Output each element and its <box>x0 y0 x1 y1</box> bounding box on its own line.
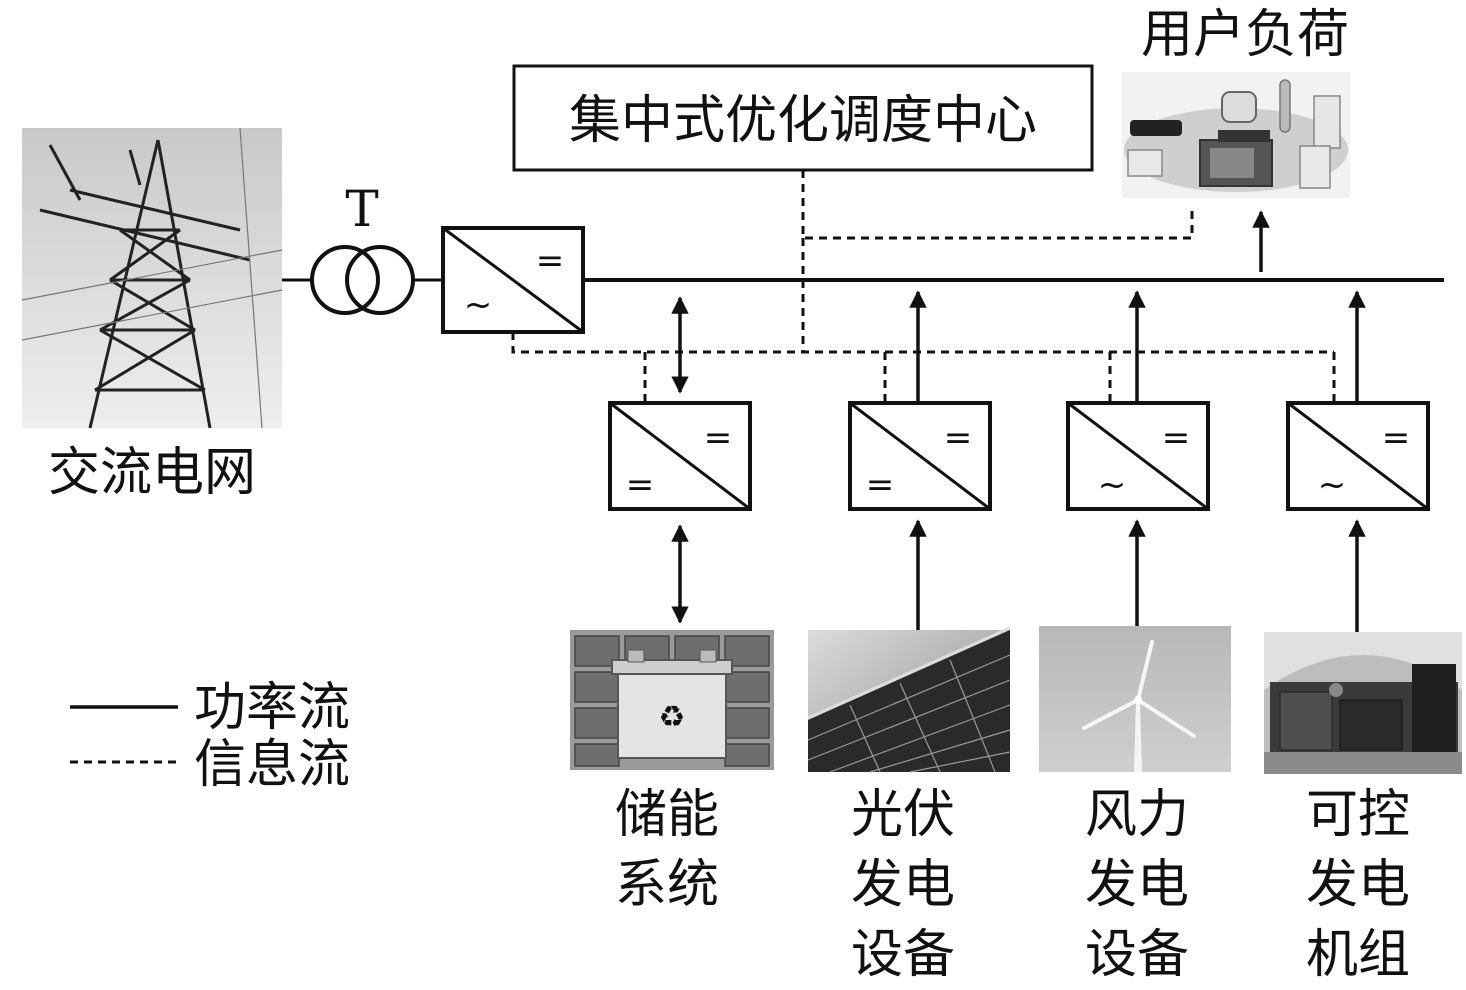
generator-label-line-2: 发电 <box>1306 855 1410 915</box>
transformer-label: T <box>345 180 378 238</box>
generator-label-line-1: 可控 <box>1306 785 1410 845</box>
storage-dc-dc-converter: = = <box>608 401 752 511</box>
dc-symbol: = <box>866 465 895 505</box>
dc-symbol: = <box>944 418 973 458</box>
dc-symbol: = <box>1162 418 1191 458</box>
ac-symbol: ~ <box>464 285 493 325</box>
storage-label: 储能 系统 <box>615 785 719 915</box>
legend-info-flow-label: 信息流 <box>194 735 350 795</box>
dispatch-center-box: 集中式优化调度中心 <box>512 64 1094 172</box>
wind-ac-dc-converter: = ~ <box>1066 401 1210 511</box>
generator-ac-dc-converter: = ~ <box>1286 401 1430 511</box>
wind-label-line-1: 风力 <box>1085 785 1189 845</box>
generator-label: 可控 发电 机组 <box>1306 785 1410 985</box>
ac-symbol: ~ <box>1318 465 1347 505</box>
legend-power-flow-label: 功率流 <box>194 678 350 738</box>
dc-symbol: = <box>626 465 655 505</box>
pv-label-line-1: 光伏 <box>851 785 955 845</box>
pv-dc-dc-converter: = = <box>848 401 992 511</box>
generator-set-image <box>1264 632 1462 774</box>
load-label: 用户负荷 <box>1141 5 1349 65</box>
dc-symbol: = <box>536 241 565 281</box>
household-appliances-image <box>1122 72 1350 198</box>
dc-symbol: = <box>1382 418 1411 458</box>
grid-label: 交流电网 <box>48 443 256 503</box>
pv-label-line-2: 发电 <box>851 855 955 915</box>
main-ac-dc-converter: = ~ <box>441 226 585 334</box>
wind-label-line-3: 设备 <box>1085 925 1189 985</box>
wind-label-line-2: 发电 <box>1085 855 1189 915</box>
wind-turbine-image <box>1039 626 1231 772</box>
generator-label-line-3: 机组 <box>1306 925 1410 985</box>
dc-symbol: = <box>704 418 733 458</box>
svg-text:♻: ♻ <box>659 700 686 735</box>
dispatch-center-label: 集中式优化调度中心 <box>569 91 1037 151</box>
ac-symbol: ~ <box>1098 465 1127 505</box>
battery-storage-image: ♻ <box>570 630 774 770</box>
solar-panel-image <box>807 626 1011 773</box>
legend: 功率流 信息流 <box>70 678 350 795</box>
information-flow-lines <box>511 170 1336 403</box>
wind-label: 风力 发电 设备 <box>1085 785 1189 985</box>
pv-label: 光伏 发电 设备 <box>851 785 955 985</box>
transmission-tower-image <box>21 127 283 429</box>
pv-label-line-3: 设备 <box>851 925 955 985</box>
storage-label-line-2: 系统 <box>615 855 719 915</box>
storage-label-line-1: 储能 <box>615 785 719 845</box>
transformer-symbol <box>310 245 415 315</box>
